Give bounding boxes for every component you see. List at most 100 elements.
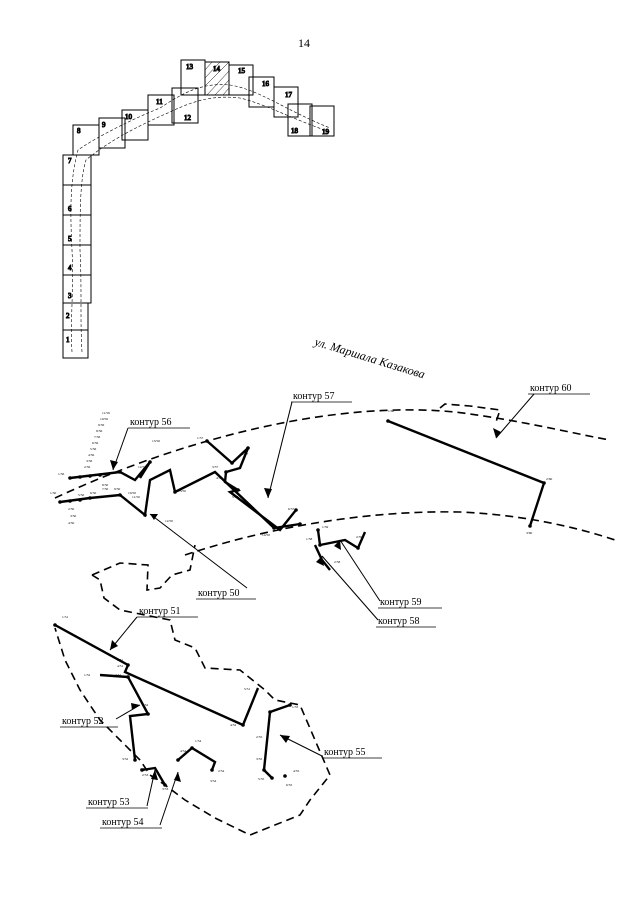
pt-3-56: 3/56 [86,459,92,463]
page-number: 14 [298,36,310,50]
contour-56-line [69,461,152,482]
pt-6-57: 6/57 [288,507,294,511]
pt-3-53: 3/53 [162,787,168,791]
label-contour-54: контур 54 [102,817,143,828]
sheet-14-hatch [204,61,230,96]
leader-54 [159,771,179,826]
point-markers [53,419,546,787]
sheet-8-label: 8 [77,127,81,135]
sheet-16-label: 16 [262,80,270,88]
sheet-1-label: 1 [66,336,70,344]
pt-7-56: 7/56 [94,435,100,439]
sheet-9-box [98,117,126,149]
pt-1-53: 1/53 [140,767,146,771]
label-contour-53: контур 53 [88,797,129,808]
label-contour-50: контур 50 [198,588,239,599]
sheet-4-label: 4 [68,264,72,272]
sheet-14-label: 14 [213,65,221,73]
pt-1-51: 1/51 [62,615,68,619]
contour-lines [54,419,546,786]
pt-3-57: 3/57 [212,465,218,469]
pt-13-50: 13/50 [178,489,186,493]
pt-2-52: 2/52 [142,703,148,707]
pt-3-52: 3/52 [122,757,128,761]
pt-5-55: 5/55 [258,777,264,781]
sheet-17-box [273,86,299,118]
leader-59 [339,539,381,602]
sheet-11-box [147,94,175,126]
pt-2-56: 2/56 [84,465,90,469]
contour-51-line [54,623,244,727]
parcel-outline-upper [91,403,502,591]
pt-2-59: 2/59 [356,535,362,539]
pt-5-56: 5/56 [90,447,96,451]
pt-12-50: 12/50 [165,519,173,523]
pt-6-56: 6/56 [92,441,98,445]
point-labels: 1/60 2/60 3/60 1/57 2/57 3/57 4/57 5/57 … [50,409,552,791]
pt-1-54: 1/54 [195,739,201,743]
sheet-12-box [171,87,199,124]
pt-10-50: 10/50 [128,491,136,495]
sheet-12-label: 12 [184,114,192,122]
leader-60 [495,393,535,439]
sheet-7-label: 7 [68,157,72,165]
pt-2-53: 2/53 [142,773,148,777]
pt-3-51: 3/51 [117,658,123,662]
pt-1-50: 1/50 [50,491,56,495]
pt-1-52: 1/52 [84,673,90,677]
sheet-10-label: 10 [125,113,133,121]
contour-53-line [141,766,167,786]
label-contour-51: контур 51 [139,606,180,617]
contour-58-line [313,544,331,571]
pt-10-56: 10/56 [100,417,108,421]
pt-2-55: 2/55 [256,735,262,739]
south-street-line [184,511,616,556]
road-path [70,84,331,353]
pt-2-50: 2/50 [68,507,74,511]
pt-14-50: 14/50 [262,533,270,537]
pt-4-50: 4/50 [68,521,74,525]
label-contour-52: контур 52 [62,716,103,727]
sheet-5-label: 5 [68,235,72,243]
sheet-19-box [309,105,335,137]
pt-1-55: 1/55 [292,705,298,709]
label-contour-58: контур 58 [378,616,419,627]
contour-54-line [177,746,217,771]
pt-9-50: 9/50 [114,487,120,491]
pt-11-50: 11/50 [132,495,140,499]
pt-4-55: 4/55 [293,769,299,773]
pt-8-56: 8/56 [96,429,102,433]
sheet-17-label: 17 [285,91,293,99]
pt-2-51: 2/51 [115,673,121,677]
pt-3-55: 3/55 [256,757,262,761]
label-contour-55: контур 55 [324,747,365,758]
sheet-3-label: 3 [68,292,72,300]
contour-59-line [316,529,367,550]
leader-57 [267,401,293,499]
index-map: 1 2 3 4 5 6 7 8 9 10 11 12 13 14 15 16 1… [62,59,335,359]
contour-52-line [99,673,150,761]
pt-7-50: 7/50 [102,487,108,491]
pt-4-54: 4/54 [180,749,186,753]
label-contour-57: контур 57 [293,391,334,402]
pt-4-57: 4/57 [216,476,222,480]
sheet-18-box [287,103,313,137]
pt-1-59: 1/59 [322,525,328,529]
pt-2-58: 2/58 [334,560,340,564]
pt-1-57: 1/57 [197,436,203,440]
sheet-6-label: 6 [68,205,72,213]
contour-50-line [59,468,301,530]
arrowheads [110,428,501,782]
sheet-2-label: 2 [66,312,70,320]
pt-11-56: 11/56 [102,411,110,415]
contour-57-line [206,440,297,532]
label-contour-60: контур 60 [530,383,571,394]
pt-4-56: 4/56 [88,453,94,457]
sheet-11-label: 11 [156,98,163,106]
pt-3-54: 3/54 [210,779,216,783]
pt-1-58: 1/58 [306,537,312,541]
pt-12-56: 12/56 [138,465,146,469]
label-contour-59: контур 59 [380,597,421,608]
